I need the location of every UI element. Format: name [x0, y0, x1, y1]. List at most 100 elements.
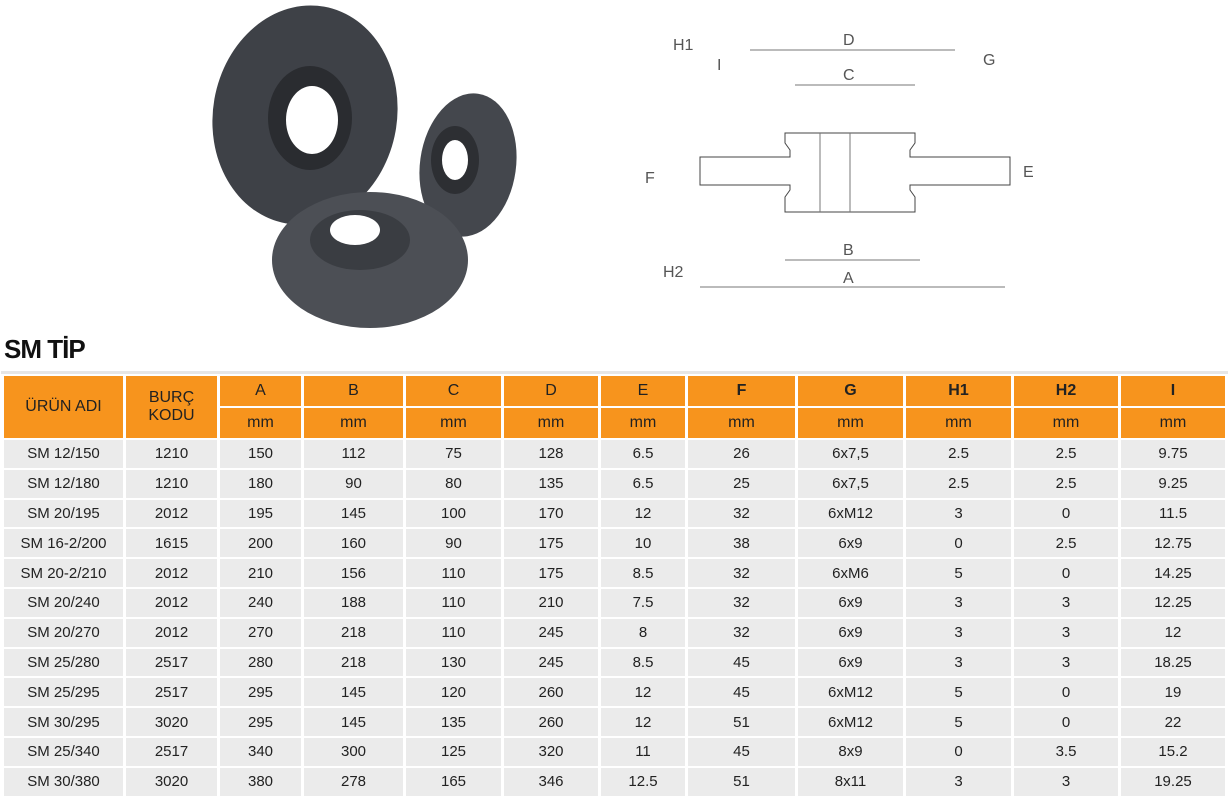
table-cell: 245 [504, 618, 598, 647]
table-cell: 6x9 [798, 588, 903, 617]
table-cell: 5 [906, 559, 1011, 587]
table-cell: SM 30/295 [4, 708, 123, 736]
table-cell: 380 [220, 767, 301, 796]
table-cell: 2.5 [906, 469, 1011, 498]
table-cell: 32 [688, 559, 795, 587]
table-cell: 12 [601, 678, 685, 707]
table-cell: 6x7,5 [798, 440, 903, 468]
table-cell: 32 [688, 618, 795, 647]
table-cell: 175 [504, 559, 598, 587]
table-cell: 12 [601, 499, 685, 528]
table-cell: 12.75 [1121, 529, 1225, 558]
table-cell: 22 [1121, 708, 1225, 736]
table-cell: 1210 [126, 469, 217, 498]
table-cell: 3020 [126, 708, 217, 736]
table-cell: 2012 [126, 588, 217, 617]
table-cell: 3 [1014, 648, 1118, 677]
table-cell: 3 [906, 588, 1011, 617]
table-cell: 156 [304, 559, 403, 587]
table-cell: 2012 [126, 499, 217, 528]
table-cell: 2.5 [906, 440, 1011, 468]
table-cell: 295 [220, 708, 301, 736]
table-cell: 25 [688, 469, 795, 498]
table-cell: 6xM12 [798, 678, 903, 707]
table-cell: 180 [220, 469, 301, 498]
table-cell: 3 [906, 499, 1011, 528]
table-cell: 12.25 [1121, 588, 1225, 617]
label-G: G [983, 52, 995, 69]
table-cell: SM 12/150 [4, 440, 123, 468]
label-I: I [717, 57, 721, 74]
table-cell: 218 [304, 648, 403, 677]
table-cell: 135 [504, 469, 598, 498]
col-header-i: I [1121, 376, 1225, 406]
unit-cell: mm [1121, 408, 1225, 438]
table-cell: 8x9 [798, 737, 903, 766]
label-F: F [645, 170, 655, 187]
table-cell: 112 [304, 440, 403, 468]
table-cell: 240 [220, 588, 301, 617]
specs-table: ÜRÜN ADI BURÇ KODU A B C D E F G H1 H2 I… [1, 371, 1228, 798]
table-cell: 6x9 [798, 648, 903, 677]
table-cell: 2517 [126, 678, 217, 707]
table-cell: 12 [1121, 618, 1225, 647]
table-cell: 6.5 [601, 469, 685, 498]
table-cell: 19 [1121, 678, 1225, 707]
table-cell: 188 [304, 588, 403, 617]
label-C: C [843, 67, 855, 84]
table-cell: 90 [304, 469, 403, 498]
table-cell: 135 [406, 708, 501, 736]
table-cell: 128 [504, 440, 598, 468]
table-cell: 0 [1014, 708, 1118, 736]
table-cell: 7.5 [601, 588, 685, 617]
table-cell: 51 [688, 708, 795, 736]
col-header-c: C [406, 376, 501, 406]
table-cell: 280 [220, 648, 301, 677]
table-cell: 32 [688, 588, 795, 617]
table-cell: 6xM12 [798, 499, 903, 528]
table-cell: 26 [688, 440, 795, 468]
unit-cell: mm [304, 408, 403, 438]
table-cell: 75 [406, 440, 501, 468]
table-cell: 110 [406, 559, 501, 587]
unit-cell: mm [406, 408, 501, 438]
table-cell: 110 [406, 618, 501, 647]
table-cell: 3 [1014, 588, 1118, 617]
col-header-g: G [798, 376, 903, 406]
table-cell: 5 [906, 678, 1011, 707]
table-cell: 3 [906, 767, 1011, 796]
table-cell: 200 [220, 529, 301, 558]
table-cell: 6.5 [601, 440, 685, 468]
unit-cell: mm [601, 408, 685, 438]
table-cell: 145 [304, 678, 403, 707]
table-cell: 38 [688, 529, 795, 558]
table-cell: 2012 [126, 559, 217, 587]
table-cell: 260 [504, 678, 598, 707]
table-cell: 300 [304, 737, 403, 766]
table-cell: 9.75 [1121, 440, 1225, 468]
table-cell: 100 [406, 499, 501, 528]
table-cell: SM 20/240 [4, 588, 123, 617]
table-cell: 10 [601, 529, 685, 558]
table-cell: 2517 [126, 737, 217, 766]
table-cell: 145 [304, 708, 403, 736]
table-cell: 125 [406, 737, 501, 766]
table-cell: 218 [304, 618, 403, 647]
table-cell: 2012 [126, 618, 217, 647]
table-cell: 90 [406, 529, 501, 558]
table-cell: 5 [906, 708, 1011, 736]
table-cell: 6xM12 [798, 708, 903, 736]
table-cell: 150 [220, 440, 301, 468]
table-cell: SM 12/180 [4, 469, 123, 498]
table-cell: 12.5 [601, 767, 685, 796]
table-cell: 3 [1014, 767, 1118, 796]
flange-product-photo [212, 5, 517, 328]
